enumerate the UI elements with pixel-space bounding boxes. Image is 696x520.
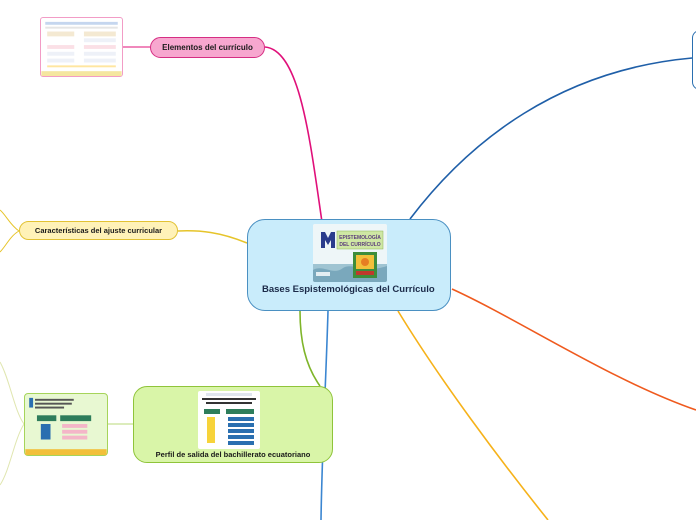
central-topic-label: Bases Espistemológicas del Currículo xyxy=(262,284,435,295)
topic-right-partial[interactable] xyxy=(692,30,696,90)
branch-caracteristicas-left xyxy=(0,209,20,253)
topic-perfil-de-salida[interactable]: Perfil de salida del bachillerato ecuato… xyxy=(133,386,333,463)
topic-elementos-del-curriculo[interactable]: Elementos del currículo xyxy=(150,37,265,58)
epistemologia-book-image: EPISTEMOLOGÍA DEL CURRÍCULO xyxy=(313,224,387,282)
branch-top-right xyxy=(409,57,693,220)
branch-perfil xyxy=(299,310,321,387)
branch-perfil-left xyxy=(0,361,25,486)
perfil-topic-image xyxy=(198,391,260,449)
image-text-epistemologia: EPISTEMOLOGÍA xyxy=(339,233,381,241)
central-topic-image: EPISTEMOLOGÍA DEL CURRÍCULO xyxy=(313,224,387,282)
topic-label: Elementos del currículo xyxy=(162,43,253,52)
topic-caracteristicas-del-ajuste-curricular[interactable]: Características del ajuste curricular xyxy=(19,221,178,240)
elementos-thumbnail-image[interactable] xyxy=(40,17,123,77)
topic-label: Características del ajuste curricular xyxy=(34,226,163,235)
perfil-infographic-image xyxy=(202,393,256,445)
central-topic[interactable]: EPISTEMOLOGÍA DEL CURRÍCULO Bases Espist… xyxy=(247,219,451,311)
curriculum-table-image xyxy=(41,21,122,76)
branch-caracteristicas xyxy=(177,230,248,244)
perfil-thumbnail-image[interactable] xyxy=(24,393,108,456)
perfil-table-image xyxy=(25,397,107,455)
topic-label: Perfil de salida del bachillerato ecuato… xyxy=(155,450,311,459)
branch-elementos xyxy=(264,46,323,223)
branch-right xyxy=(451,288,696,411)
branch-bottom-right xyxy=(397,310,549,520)
image-text-del-curriculo: DEL CURRÍCULO xyxy=(339,240,380,248)
